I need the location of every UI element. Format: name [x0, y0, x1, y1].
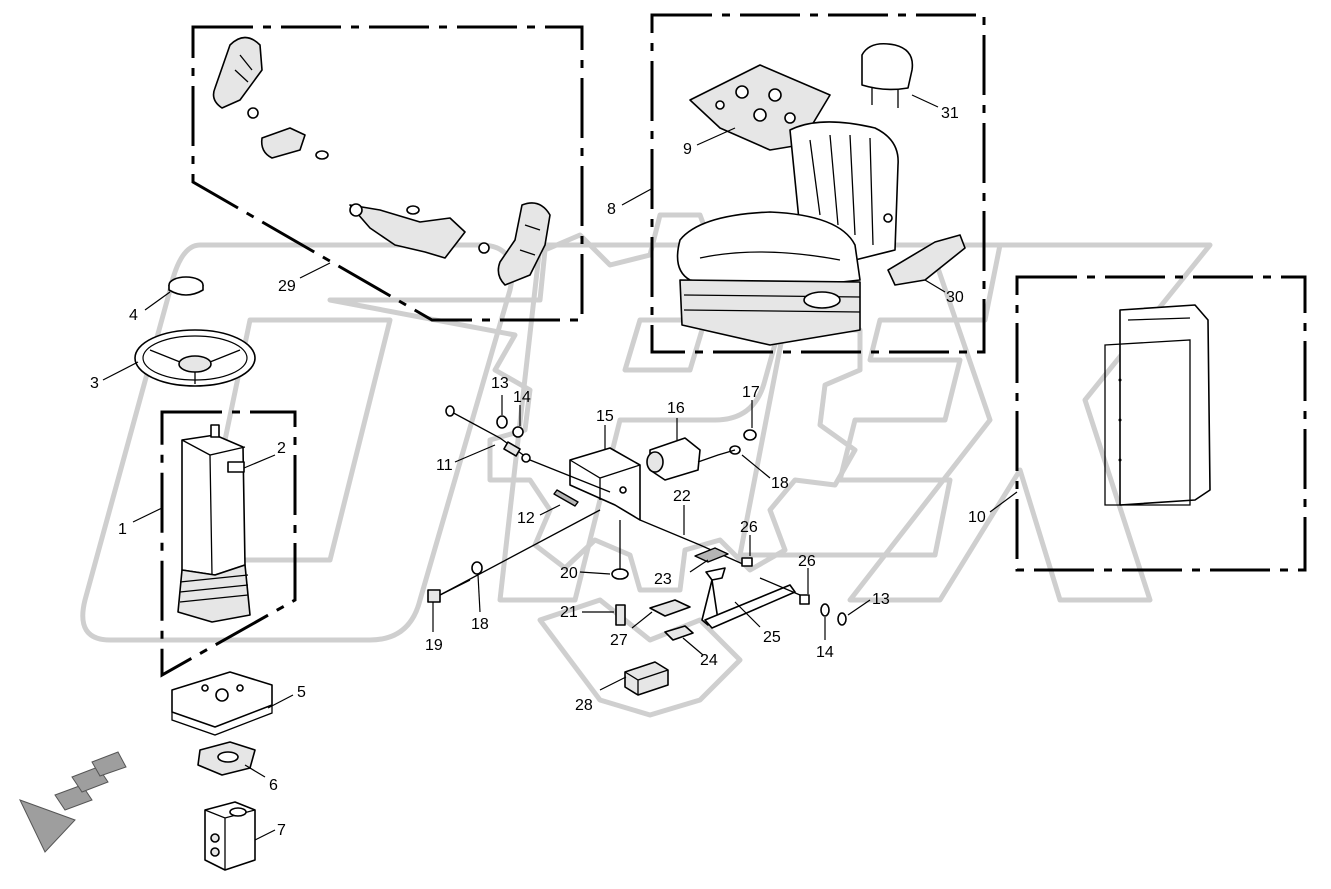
callout-23: 23	[654, 571, 672, 588]
part-17-nut	[743, 429, 757, 441]
callout-18-lower: 18	[471, 616, 489, 633]
part-30-armrest	[887, 234, 966, 286]
callout-1: 1	[118, 521, 127, 538]
part-13-washer-upper	[496, 415, 508, 429]
part-21-bolt	[615, 604, 626, 626]
part-3-steering-wheel	[134, 329, 256, 387]
callout-17: 17	[742, 384, 760, 401]
part-25-pedal-lever	[701, 567, 801, 629]
callout-5: 5	[297, 684, 306, 701]
callout-21: 21	[560, 604, 578, 621]
part-26-bushing-right	[799, 594, 810, 605]
part-16-switch	[646, 437, 701, 481]
part-28-block	[624, 661, 669, 696]
part-19-bolt	[427, 579, 471, 603]
callout-12: 12	[517, 510, 535, 527]
part-1-steering-column	[177, 424, 251, 623]
callout-labels: 1 2 3 4 5 6 7 8 9 10 11 12 13 13 14 14 1…	[90, 105, 986, 839]
frame-column-group	[160, 410, 297, 678]
part-14-washer-lower	[820, 603, 830, 617]
part-12-clip	[553, 489, 579, 507]
part-15-bracket	[569, 447, 641, 521]
callout-13-lower: 13	[872, 591, 890, 608]
frame-panel-group	[1015, 275, 1307, 572]
callout-19: 19	[425, 637, 443, 654]
callout-3: 3	[90, 375, 99, 392]
part-26-bushing-left	[741, 557, 753, 567]
callout-8: 8	[607, 201, 616, 218]
part-22-rod	[639, 519, 746, 566]
part-31-headrest	[861, 42, 914, 108]
callout-29: 29	[278, 278, 296, 295]
part-24-pad	[664, 625, 694, 641]
callout-11: 11	[436, 457, 453, 474]
callout-20: 20	[560, 565, 578, 582]
callout-28: 28	[575, 697, 593, 714]
part-18-washer-lower	[471, 561, 483, 575]
callout-26-left: 26	[740, 519, 758, 536]
callout-2: 2	[277, 440, 286, 457]
callout-31: 31	[941, 105, 959, 122]
callout-9: 9	[683, 141, 692, 158]
part-20-washer	[611, 568, 629, 580]
callout-13-upper: 13	[491, 375, 509, 392]
part-5-mounting-plate	[171, 671, 273, 736]
part-14-washer-upper	[512, 426, 524, 438]
part-6-flange	[197, 741, 256, 776]
callout-10: 10	[968, 509, 986, 526]
part-11-cable	[445, 405, 531, 463]
callout-7: 7	[277, 822, 286, 839]
part-10-side-console	[1104, 304, 1211, 506]
callout-14-upper: 14	[513, 389, 531, 406]
part-29-pedal-assembly	[212, 36, 551, 286]
part-23-pad	[694, 547, 729, 563]
frame-pedal-group	[191, 25, 584, 322]
part-27-pad	[649, 599, 691, 617]
callout-22: 22	[673, 488, 691, 505]
part-8-operator-seat	[676, 121, 899, 346]
part-4-cap	[168, 276, 204, 296]
callout-26-right: 26	[798, 553, 816, 570]
group-frames	[160, 13, 1307, 678]
part-13-washer-lower	[837, 612, 847, 626]
callout-18-upper: 18	[771, 475, 789, 492]
callout-30: 30	[946, 289, 964, 306]
callout-6: 6	[269, 777, 278, 794]
callout-27: 27	[610, 632, 628, 649]
callout-4: 4	[129, 307, 138, 324]
leader-lines	[102, 94, 1018, 841]
callout-24: 24	[700, 652, 718, 669]
callout-16: 16	[667, 400, 685, 417]
direction-arrow-icon	[19, 751, 127, 853]
part-2-fitting	[227, 461, 245, 473]
part-7-steering-valve	[204, 801, 256, 871]
callout-14-lower: 14	[816, 644, 834, 661]
callout-25: 25	[763, 629, 781, 646]
frame-seat-group	[650, 13, 986, 354]
callout-15: 15	[596, 408, 614, 425]
